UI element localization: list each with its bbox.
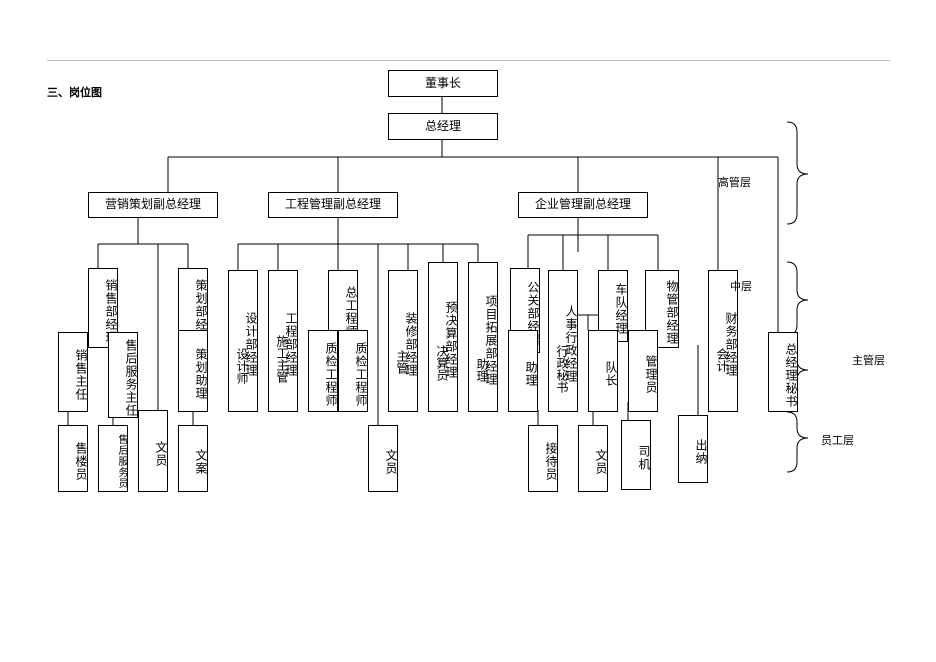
decoration-manager-box: 装修部经理 xyxy=(388,270,418,412)
level-senior-label: 高管层 xyxy=(718,176,751,189)
sales-supervisor-box: 销售主任 xyxy=(58,332,88,412)
chief-engineer-box: 总工程师 xyxy=(328,270,358,348)
driver-box: 司机 xyxy=(621,420,651,490)
enterprise-clerk-box: 文员 xyxy=(578,425,608,492)
hr-manager-box: 人事行政经理 xyxy=(548,270,578,412)
level-staff-label: 员工层 xyxy=(821,434,854,447)
decoration-supervisor-label: 主管 xyxy=(395,350,409,374)
section-heading: 三、岗位图 xyxy=(47,86,102,99)
budget-clerk-label: 决算员 xyxy=(435,345,449,381)
design-manager-box: 设计部经理 xyxy=(228,270,258,412)
qc-engineer-box: 质检工程师 xyxy=(308,330,338,412)
vp-enterprise-box: 企业管理副总经理 xyxy=(518,192,648,218)
construction-supervisor-label: 施工主管 xyxy=(275,335,289,383)
copywriter-box: 文案 xyxy=(178,425,208,492)
fleet-captain-box: 队长 xyxy=(588,330,618,412)
project-dev-manager-box: 项目拓展部经理 xyxy=(468,262,498,412)
cashier-box: 出纳 xyxy=(678,415,708,483)
engineering-manager-box: 工程部经理 xyxy=(268,270,298,412)
planning-assistant-box: 策划助理 xyxy=(178,330,208,412)
gm-secretary-box: 总经理秘书 xyxy=(768,332,798,412)
service-clerk-box: 售后服务员 xyxy=(98,425,128,492)
budget-manager-box: 预决算部经理 xyxy=(428,262,458,412)
pr-assistant-box: 助理 xyxy=(508,330,538,412)
level-supervisor-label: 主管层 xyxy=(852,354,885,367)
receptionist-box: 接待员 xyxy=(528,425,558,492)
after-sales-supervisor-box: 售后服务主任 xyxy=(108,332,138,418)
salesperson-box: 售楼员 xyxy=(58,425,88,492)
vp-engineering-box: 工程管理副总经理 xyxy=(268,192,398,218)
vp-marketing-box: 营销策划副总经理 xyxy=(88,192,218,218)
admin-secretary-label: 行政秘书 xyxy=(555,345,569,393)
qc-engineer-2-box: 质检工程师 xyxy=(338,330,368,412)
accountant-label: 会计 xyxy=(715,348,729,372)
project-assistant-label: 助理 xyxy=(475,358,489,382)
level-middle-label: 中层 xyxy=(730,280,752,293)
designer-label: 设计师 xyxy=(235,348,249,384)
chairman-box: 董事长 xyxy=(388,70,498,97)
property-clerk-box: 管理员 xyxy=(628,330,658,412)
header-rule xyxy=(47,60,890,61)
marketing-clerk-box: 文员 xyxy=(138,410,168,492)
general-manager-box: 总经理 xyxy=(388,113,498,140)
finance-manager-box: 财务部经理 xyxy=(708,270,738,412)
engineering-clerk-box: 文员 xyxy=(368,425,398,492)
